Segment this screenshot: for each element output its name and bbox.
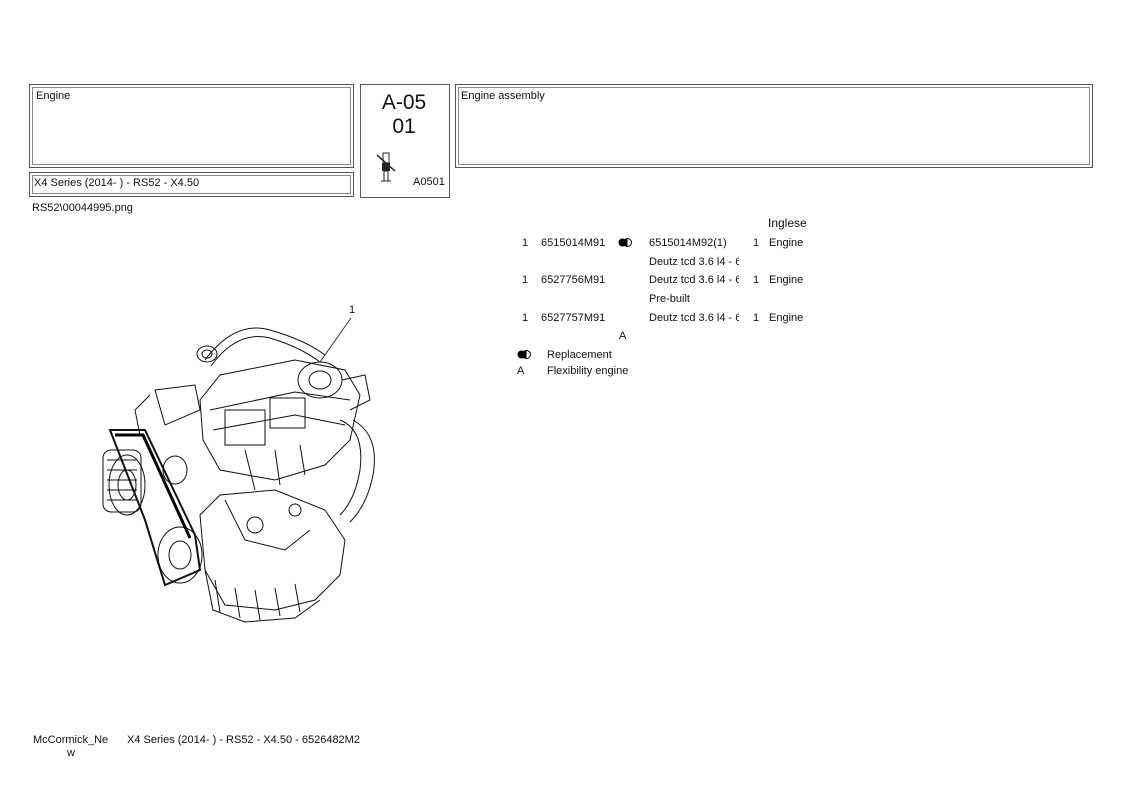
valve-icon xyxy=(376,152,396,182)
legend-replacement-label: Replacement xyxy=(547,349,612,361)
part-row-1-desc: Engine xyxy=(769,237,804,249)
section-title-box: Engine assembly xyxy=(455,84,1093,168)
model-line-box: X4 Series (2014- ) - RS52 - X4.50 xyxy=(29,172,354,197)
model-line: X4 Series (2014- ) - RS52 - X4.50 xyxy=(34,177,200,189)
part-row-3-flag: A xyxy=(619,330,627,342)
part-row-3-ref: 1 xyxy=(522,312,529,324)
section-code-line1: A-05 xyxy=(381,91,427,114)
legend-flag-label: Flexibility engine xyxy=(547,365,629,377)
part-row-2-ref: 1 xyxy=(522,274,529,286)
part-row-2-alt: Deutz tcd 3.6 l4 - 6 xyxy=(649,274,739,286)
footer-model-code: X4 Series (2014- ) - RS52 - X4.50 - 6526… xyxy=(127,734,360,746)
replacement-icon xyxy=(618,238,632,247)
footer-brand-line2: w xyxy=(67,747,75,759)
group-title: Engine xyxy=(36,90,71,102)
part-row-1-alt[interactable]: 6515014M92(1) xyxy=(649,237,727,249)
part-row-2-desc: Engine xyxy=(769,274,804,286)
section-code-line2: 01 xyxy=(392,115,416,138)
section-code-box: A-05 01 A0501 xyxy=(360,84,450,198)
group-title-box: Engine xyxy=(29,84,354,168)
engine-illustration xyxy=(102,317,375,623)
part-row-2-number[interactable]: 6527756M91 xyxy=(541,274,606,286)
part-row-3-alt: Deutz tcd 3.6 l4 - 6 xyxy=(649,312,739,324)
part-row-2-note: Pre-built xyxy=(649,293,690,305)
legend-replacement-icon xyxy=(517,350,531,359)
language-header: Inglese xyxy=(768,216,807,230)
part-row-3-desc: Engine xyxy=(769,312,804,324)
callout-label: 1 xyxy=(349,304,356,316)
footer-brand-line1: McCormick_Ne xyxy=(33,734,109,746)
legend-flag-symbol: A xyxy=(517,365,525,377)
part-row-3-qty: 1 xyxy=(753,312,760,324)
part-row-3-number[interactable]: 6527757M91 xyxy=(541,312,606,324)
part-row-1-number[interactable]: 6515014M91 xyxy=(541,237,606,249)
part-row-1-ref: 1 xyxy=(522,237,529,249)
part-row-1-note: Deutz tcd 3.6 l4 - 6 xyxy=(649,256,739,268)
section-ref: A0501 xyxy=(413,176,445,188)
section-title: Engine assembly xyxy=(461,90,545,102)
image-filename: RS52\00044995.png xyxy=(32,202,133,214)
part-row-2-qty: 1 xyxy=(753,274,760,286)
part-row-1-qty: 1 xyxy=(753,237,760,249)
